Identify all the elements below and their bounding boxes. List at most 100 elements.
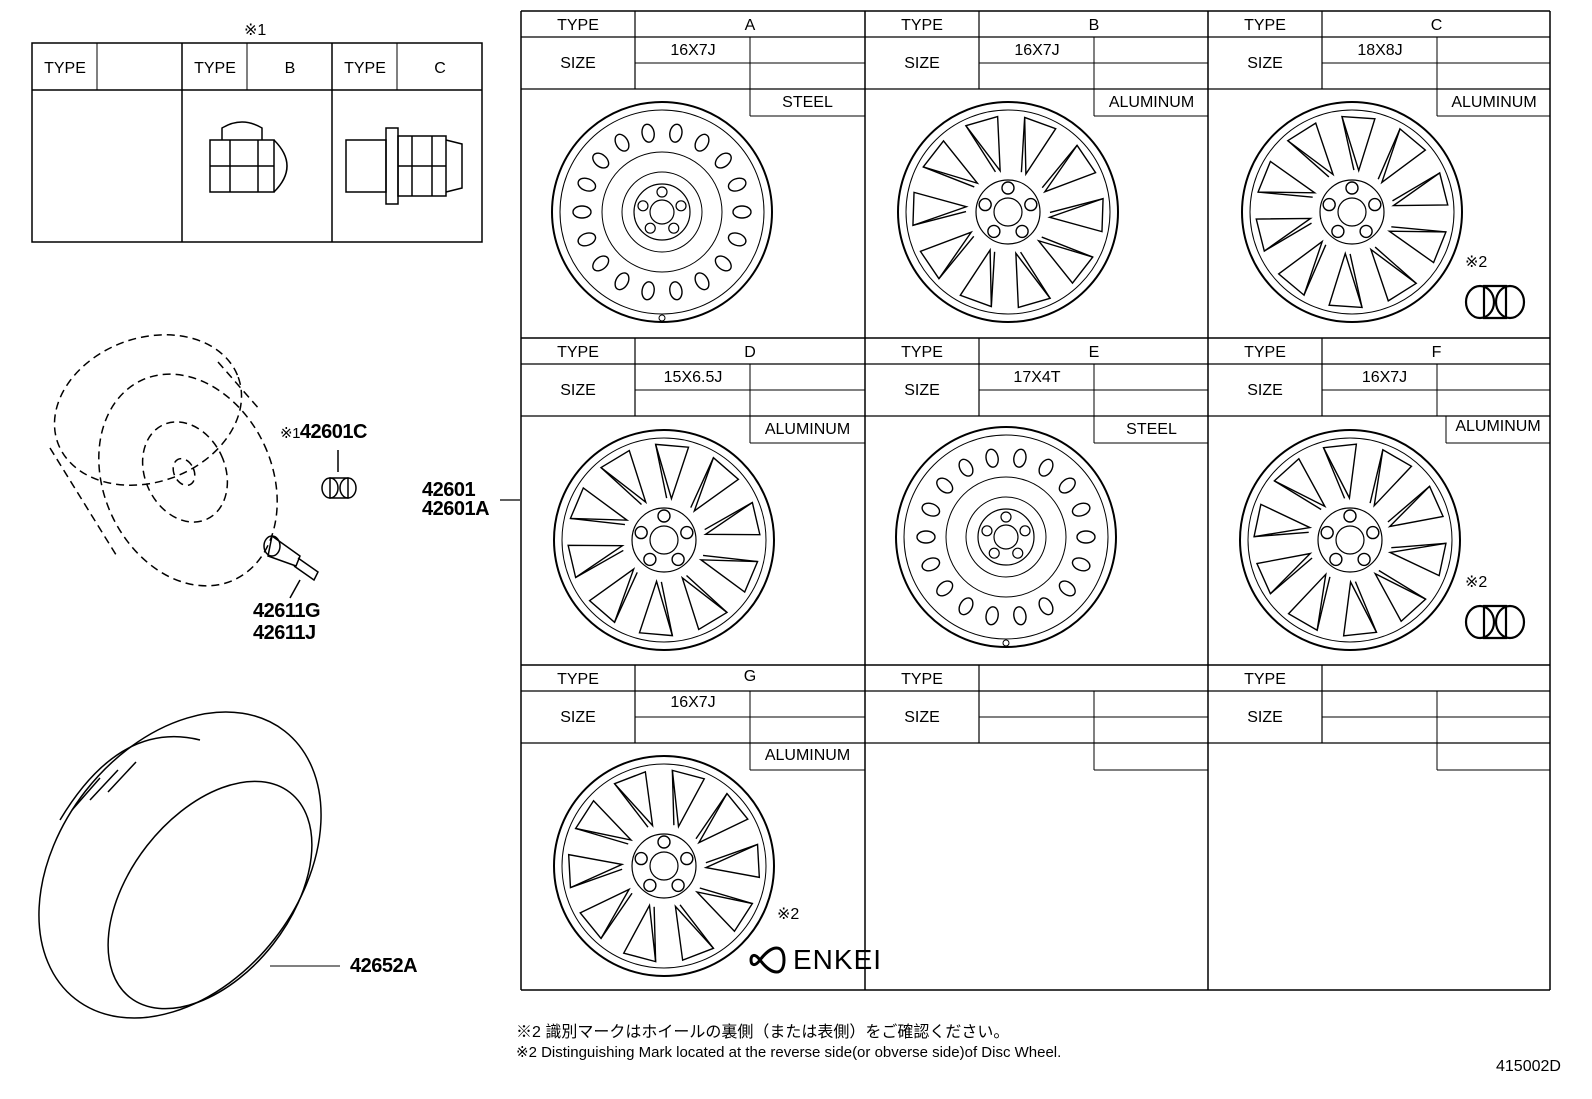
cell-e-size-label: SIZE [904,382,940,399]
enkei-loop [749,946,786,974]
vent-hole [936,477,954,494]
rim-outer [553,755,775,977]
vent-hole [1071,557,1091,572]
spoke-edge [1041,236,1094,258]
disc-ring [945,476,1067,598]
lug-hole [978,197,992,212]
spoke-window [1287,572,1327,632]
lug-hole [680,525,694,540]
cell-d-size: 15X6.5J [663,369,723,386]
wheel-d-alloy [553,429,775,651]
spoke-window [1047,197,1104,233]
spoke-edge [1391,226,1446,233]
mark-ring [1464,284,1496,320]
cell-b-type-label: TYPE [901,17,943,34]
vent-hole [1013,606,1027,626]
nut-type-value-2: B [284,60,296,77]
spoke-edge [575,827,629,845]
vent-hole [1038,458,1054,477]
vent-hole [614,272,630,291]
rim-inner [1247,437,1453,643]
acorn-nut-icon [209,121,288,193]
lug-hole [1019,525,1031,537]
lug-hole [1343,509,1357,523]
cell-b-size-label: SIZE [904,55,940,72]
center-bore [649,851,679,881]
lug-hole [637,200,649,212]
spoke-edge [1354,581,1378,633]
valve-stem-icon [263,534,319,599]
lug-hole [1024,197,1038,212]
spoke-window [1387,230,1447,264]
spoke-edge [671,770,675,826]
rim-outer [897,101,1119,323]
spoke-edge [704,501,753,531]
rim-outer [1241,101,1463,323]
tire-icon [38,711,340,1019]
lug-hole [1320,525,1334,540]
cell-e-material: STEEL [1126,421,1177,438]
vent-hole [669,281,683,301]
spoke-edge [1041,144,1078,189]
vent-hole [958,458,974,477]
spoke-edge [1349,253,1363,308]
lug-hole [1366,525,1380,540]
spoke-edge [699,887,753,905]
lug-hole [988,547,1000,559]
lug-hole [1015,224,1029,239]
center-bore [649,199,675,225]
vent-hole [572,205,592,219]
vent-hole [714,255,732,272]
spoke-window [674,904,715,962]
cell-f-size: 16X7J [1361,369,1408,386]
spoke-edge [1269,557,1313,595]
spoke-window [567,853,625,889]
hub [631,507,697,573]
mark-ring [1494,604,1526,640]
hub [977,508,1035,566]
cell-b-material: ALUMINUM [1108,94,1195,111]
lug-hole [1012,547,1024,559]
nut-table [31,42,483,243]
vent-hole [694,133,710,152]
lug-hole [675,200,687,212]
vent-hole [1058,477,1076,494]
valve-hole [658,314,666,322]
cell-c-type: C [1430,17,1443,34]
spoke-window [622,903,657,963]
cell-d-size-label: SIZE [560,382,596,399]
spoke-window [588,567,636,624]
cell-f-material: ALUMINUM [1455,418,1541,435]
flange-nut-icon [345,127,463,205]
nut-part-ref-mark: ※1 [280,425,300,442]
spoke-window [613,770,654,828]
lug-hole [634,851,648,866]
nut-type-value-3: C [434,60,446,77]
vent-hole [694,272,710,291]
spoke-window [1042,144,1097,194]
vent-hole [1058,580,1076,597]
cell-d-type-label: TYPE [557,344,599,361]
lug-hole [1368,197,1382,212]
vent-hole [641,123,655,143]
hub [1317,507,1383,573]
nut-type-label-2: TYPE [194,60,236,77]
spoke-window [671,769,706,829]
lug-hole [1322,197,1336,212]
footnote-en: ※2 Distinguishing Mark located at the re… [516,1044,1062,1061]
spoke-window [703,501,761,536]
cell-g-type-label: TYPE [557,671,599,688]
vent-hole [985,606,999,626]
vent-hole [714,152,732,169]
spoke-edge [1369,449,1384,504]
cell-g-type: G [743,668,757,685]
cell-i-size-label: SIZE [1247,709,1283,726]
hub [633,183,691,241]
spoke-window [959,247,993,308]
cell-g-mark-note: ※2 [777,906,800,923]
lug-hole [1329,552,1343,567]
cell-a-size-label: SIZE [560,55,596,72]
spoke-edge [695,793,728,840]
vent-hole [592,255,610,272]
